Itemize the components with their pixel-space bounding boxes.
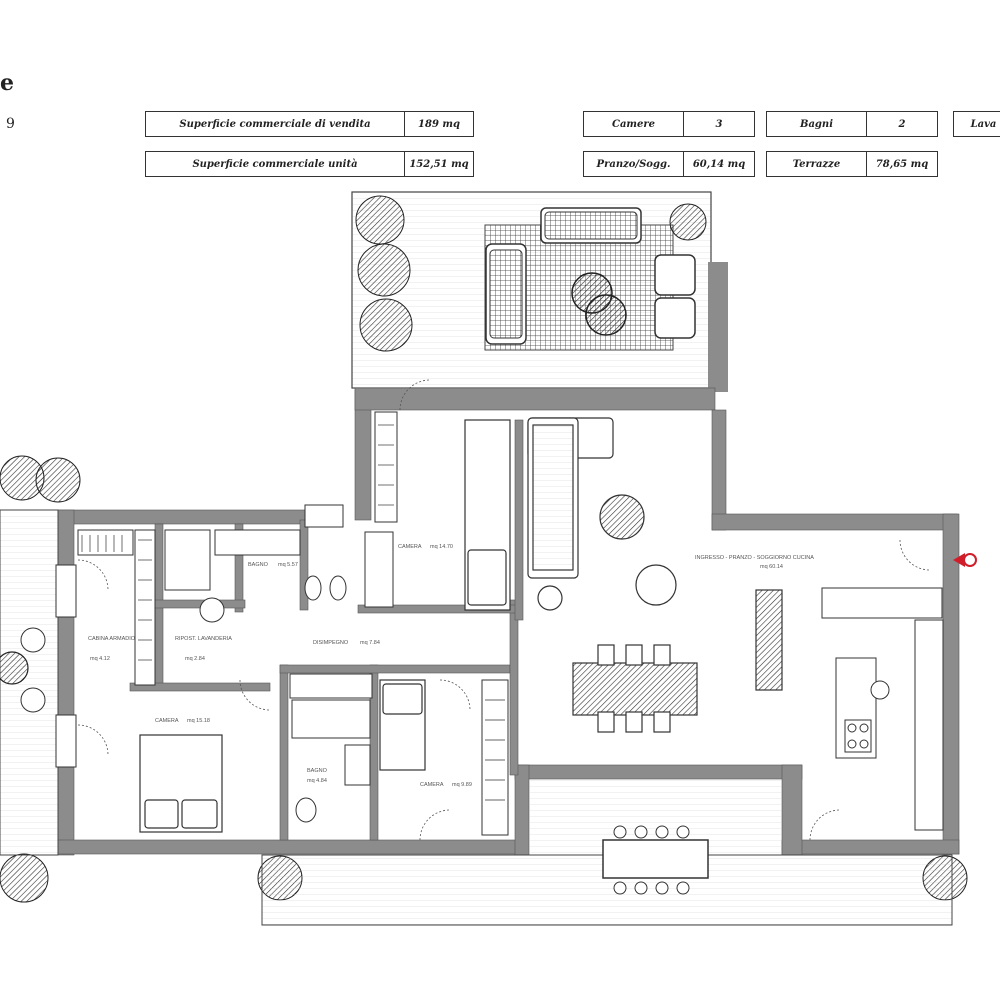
- summary-superficie-vendita: Superficie commerciale di vendita 189 mq: [145, 111, 474, 137]
- summary-bagni: Bagni 2: [766, 111, 938, 137]
- summary-value: 152,51 mq: [409, 158, 469, 170]
- room-area-camera1: mq 14.70: [430, 544, 453, 550]
- room-label-disimpegno: DISIMPEGNO: [313, 640, 349, 646]
- summary-label: Terrazze: [767, 152, 867, 176]
- room-label-bagno1: BAGNO: [248, 562, 269, 568]
- kitchen: [835, 619, 944, 831]
- room-label-bagno2: BAGNO: [307, 768, 328, 774]
- number-fragment: 9: [6, 116, 15, 132]
- room-area-disimpegno: mq 7.84: [360, 640, 380, 646]
- summary-pranzo: Pranzo/Sogg. 60,14 mq: [583, 151, 755, 177]
- terrace-left: [0, 509, 77, 856]
- terrace-top: [351, 191, 728, 392]
- summary-label: Lava: [970, 118, 997, 130]
- summary-value: 2: [898, 118, 906, 130]
- room-label-camera-master: CAMERA: [155, 718, 179, 724]
- bed-icon: [139, 419, 511, 833]
- walls: [57, 387, 960, 856]
- terrace-bottom: [261, 779, 953, 926]
- bathrooms: [164, 504, 371, 823]
- summary-label: Bagni: [767, 112, 867, 136]
- room-area-camera2: mq 9.89: [452, 782, 472, 788]
- title-fragment: e: [0, 70, 14, 96]
- summary-value: 60,14 mq: [692, 158, 746, 170]
- summary-value: 78,65 mq: [875, 158, 929, 170]
- room-area-bagno2: mq 4.84: [307, 778, 327, 784]
- room-label-cabina: CABINA ARMADIO: [88, 636, 136, 642]
- entrance-marker-icon: [953, 553, 977, 567]
- summary-camere: Camere 3: [583, 111, 755, 137]
- room-label-camera2: CAMERA: [420, 782, 444, 788]
- room-area-soggiorno: mq 60.14: [760, 564, 783, 570]
- summary-label: Superficie commerciale di vendita: [146, 112, 405, 136]
- room-label-ripost: RIPOST. LAVANDERIA: [175, 636, 232, 642]
- sofa-icon: [527, 417, 677, 611]
- room-area-ripost: mq 2.84: [185, 656, 205, 662]
- room-label-soggiorno: INGRESSO - PRANZO - SOGGIORNO CUCINA: [695, 555, 814, 561]
- summary-value: 3: [715, 118, 723, 130]
- summary-value: 189 mq: [418, 118, 460, 130]
- summary-lavanderia: Lava: [953, 111, 1000, 137]
- summary-terrazze: Terrazze 78,65 mq: [766, 151, 938, 177]
- door-swings: [77, 379, 931, 841]
- room-area-bagno1: mq 5.57: [278, 562, 298, 568]
- summary-label: Superficie commerciale unità: [146, 152, 405, 176]
- room-area-cabina: mq 4.12: [90, 656, 110, 662]
- room-label-camera1: CAMERA: [398, 544, 422, 550]
- summary-superficie-unita: Superficie commerciale unità 152,51 mq: [145, 151, 474, 177]
- summary-label: Pranzo/Sogg.: [584, 152, 684, 176]
- wardrobes: [77, 411, 943, 836]
- room-area-camera-master: mq 15.18: [187, 718, 210, 724]
- table-icon: [572, 589, 783, 733]
- summary-label: Camere: [584, 112, 684, 136]
